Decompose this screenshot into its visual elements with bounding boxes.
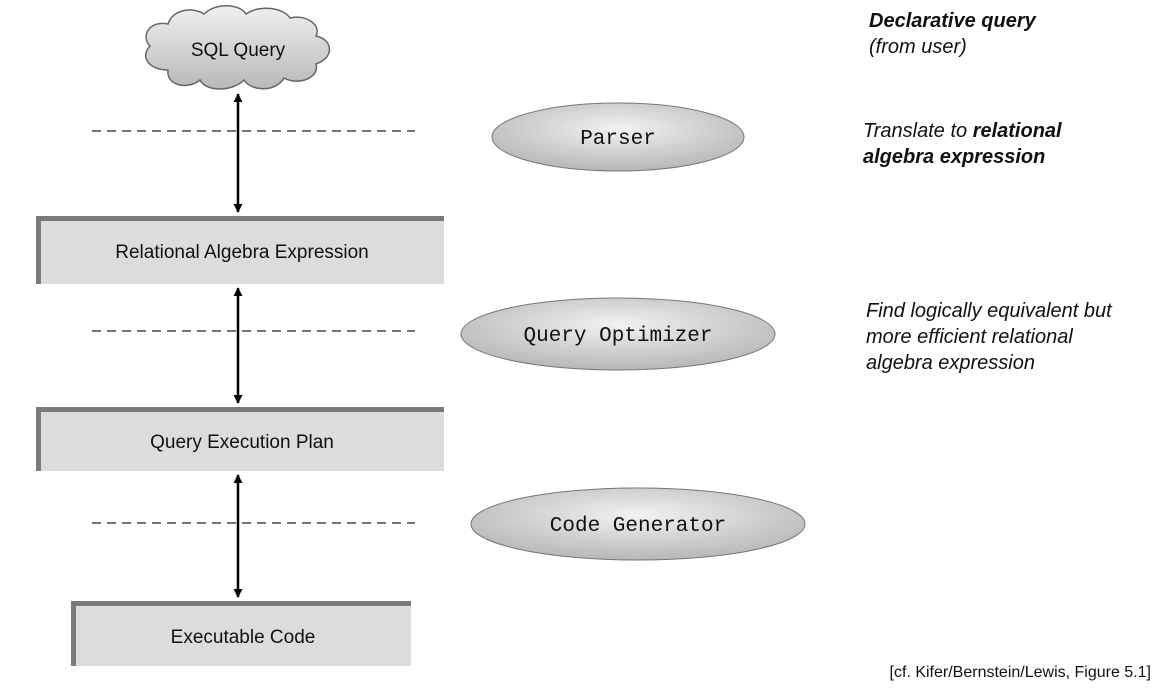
declarative-query-note: Declarative query (from user) xyxy=(869,8,1036,60)
stage-label-query-execution-plan: Query Execution Plan xyxy=(150,432,334,453)
optimize-note-text: Find logically equivalent but more effic… xyxy=(866,300,1112,374)
query-execution-plan-box: Query Execution Plan xyxy=(36,407,444,471)
translate-note-prefix: Translate to xyxy=(863,120,973,142)
relational-algebra-expression-box: Relational Algebra Expression xyxy=(36,216,444,284)
translate-note: Translate to relational algebra expressi… xyxy=(863,118,1123,170)
optimize-note: Find logically equivalent but more effic… xyxy=(866,298,1114,376)
stage-label-relational-algebra: Relational Algebra Expression xyxy=(115,242,369,263)
parser-ellipse: Parser xyxy=(491,102,745,172)
translate-note-bold: relational algebra expression xyxy=(863,120,1062,168)
code-generator-ellipse: Code Generator xyxy=(470,487,806,561)
executable-code-box: Executable Code xyxy=(71,601,411,666)
component-label-query-optimizer: Query Optimizer xyxy=(523,325,712,348)
component-label-code-generator: Code Generator xyxy=(550,515,726,538)
sql-query-cloud: SQL Query xyxy=(145,5,331,90)
declarative-query-source: (from user) xyxy=(869,36,967,58)
component-label-parser: Parser xyxy=(580,128,656,151)
figure-citation: [cf. Kifer/Bernstein/Lewis, Figure 5.1] xyxy=(889,664,1151,681)
stage-label-executable-code: Executable Code xyxy=(171,627,316,648)
stage-label-sql-query: SQL Query xyxy=(191,40,286,61)
declarative-query-bold: Declarative query xyxy=(869,10,1036,32)
query-optimizer-ellipse: Query Optimizer xyxy=(460,297,776,371)
